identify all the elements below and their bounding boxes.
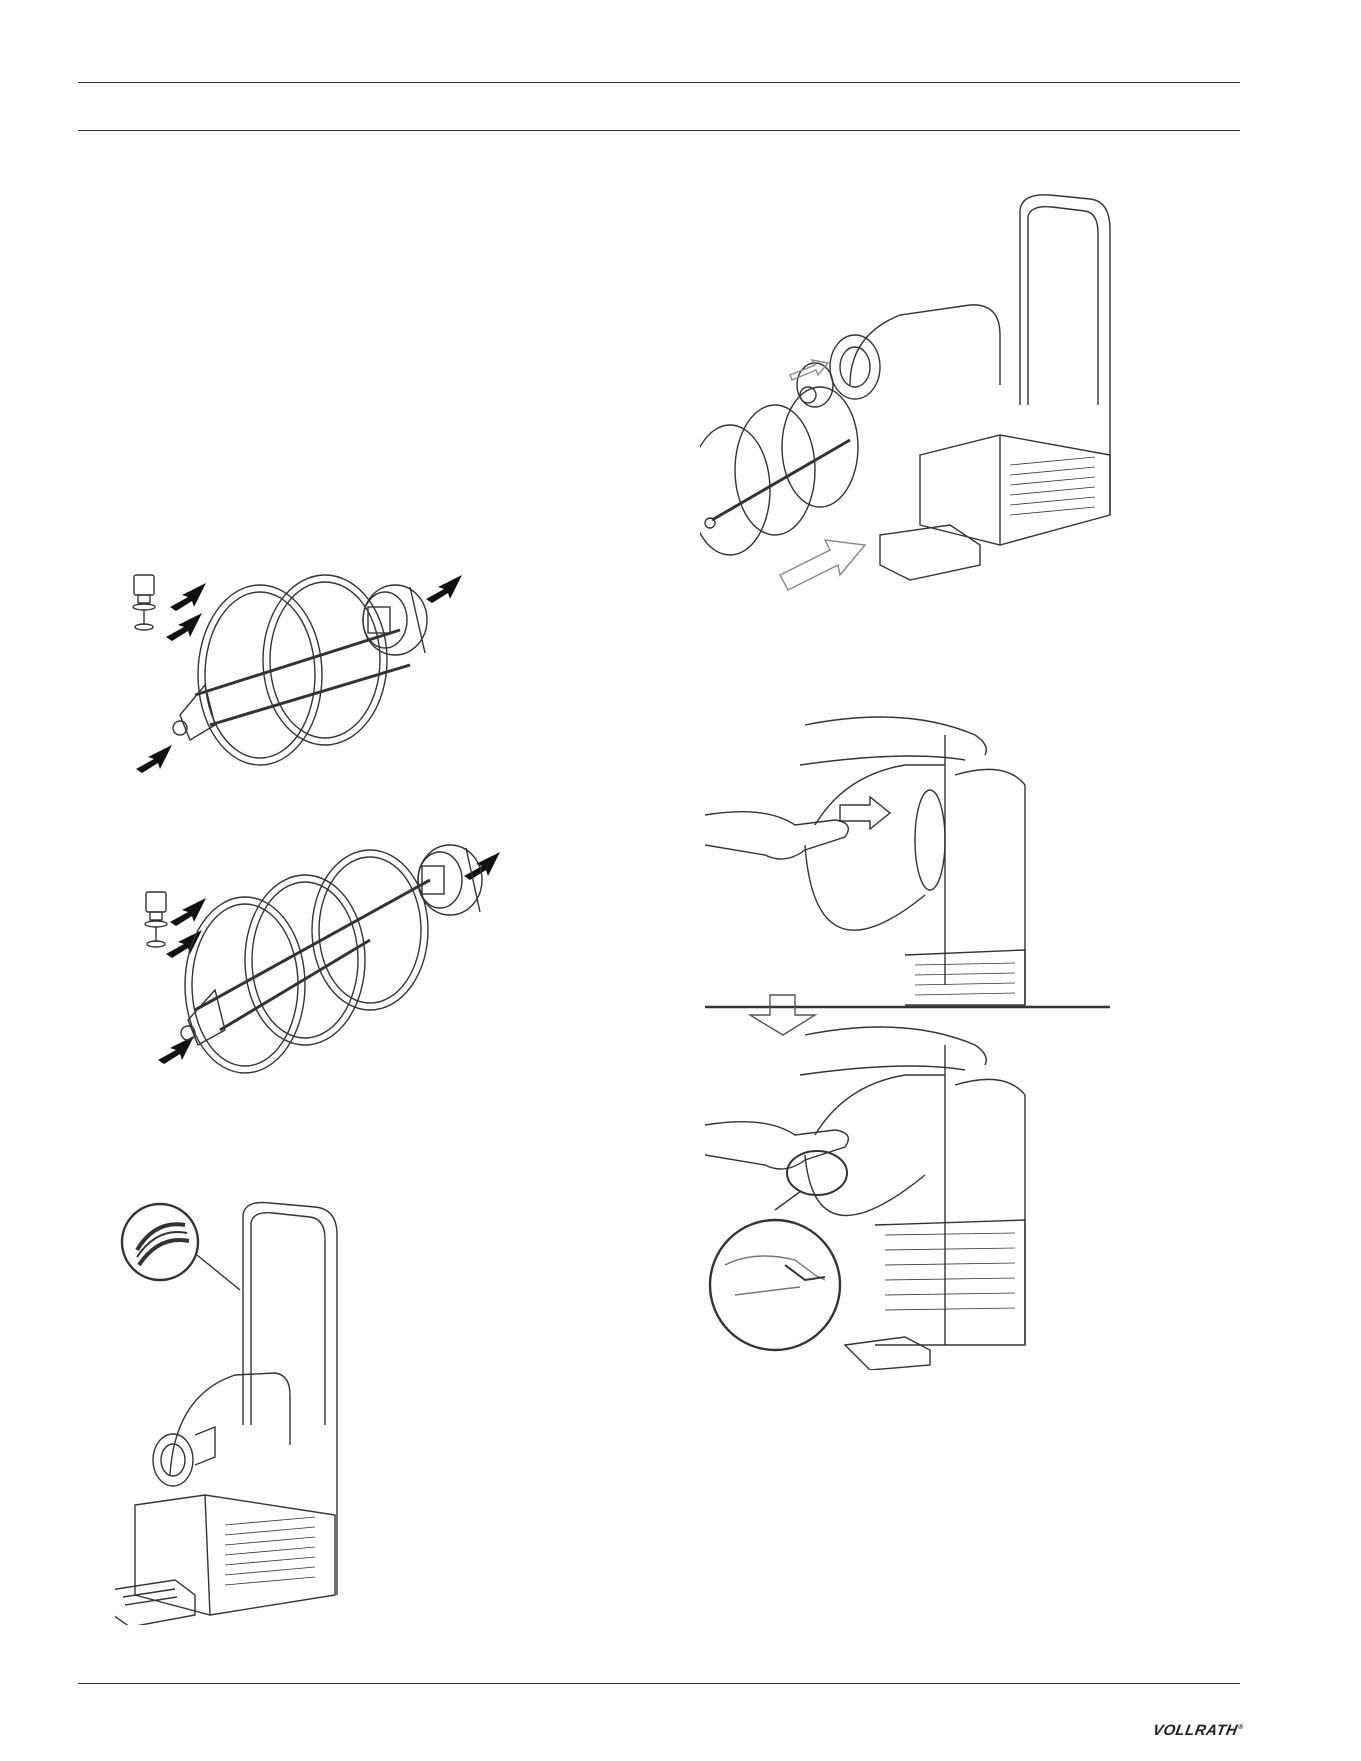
slush-machine-body bbox=[115, 1203, 337, 1626]
hollow-arrow-large bbox=[780, 540, 865, 590]
hollow-arrow-down bbox=[750, 995, 815, 1035]
vent-grille bbox=[1010, 457, 1095, 515]
figure-machine-gasket bbox=[115, 1195, 395, 1625]
step-before bbox=[705, 717, 1025, 1005]
auger-spiral bbox=[173, 575, 410, 765]
figure-install-bowl bbox=[705, 705, 1125, 1370]
figure-install-auger bbox=[700, 185, 1140, 625]
part-arrows bbox=[158, 852, 500, 1064]
latch-detail-callout bbox=[710, 1220, 840, 1350]
gasket-detail-callout bbox=[122, 1204, 240, 1290]
registered-mark: ® bbox=[1237, 1724, 1244, 1731]
vent-grille bbox=[225, 1517, 315, 1585]
figure-auger-exploded-short bbox=[110, 565, 490, 780]
vent-grille bbox=[915, 963, 1015, 995]
auger-spiral bbox=[181, 850, 430, 1073]
vollrath-logo: VOLLRATH® bbox=[1151, 1722, 1244, 1739]
step-after bbox=[705, 1027, 1025, 1370]
arrow-right bbox=[840, 797, 890, 829]
footer-rule bbox=[78, 1683, 1240, 1684]
auger-cap-part bbox=[145, 892, 167, 947]
figure-auger-exploded-long bbox=[130, 840, 510, 1080]
auger-cap-part bbox=[133, 575, 155, 630]
slush-machine-body bbox=[830, 195, 1110, 580]
auger-spiral bbox=[700, 387, 858, 555]
header-rule-top bbox=[78, 82, 1240, 83]
brand-name: VOLLRATH bbox=[1151, 1722, 1239, 1739]
hollow-arrow-up bbox=[790, 360, 828, 380]
header-rule-bottom bbox=[78, 130, 1240, 131]
vent-grille bbox=[885, 1233, 1015, 1310]
